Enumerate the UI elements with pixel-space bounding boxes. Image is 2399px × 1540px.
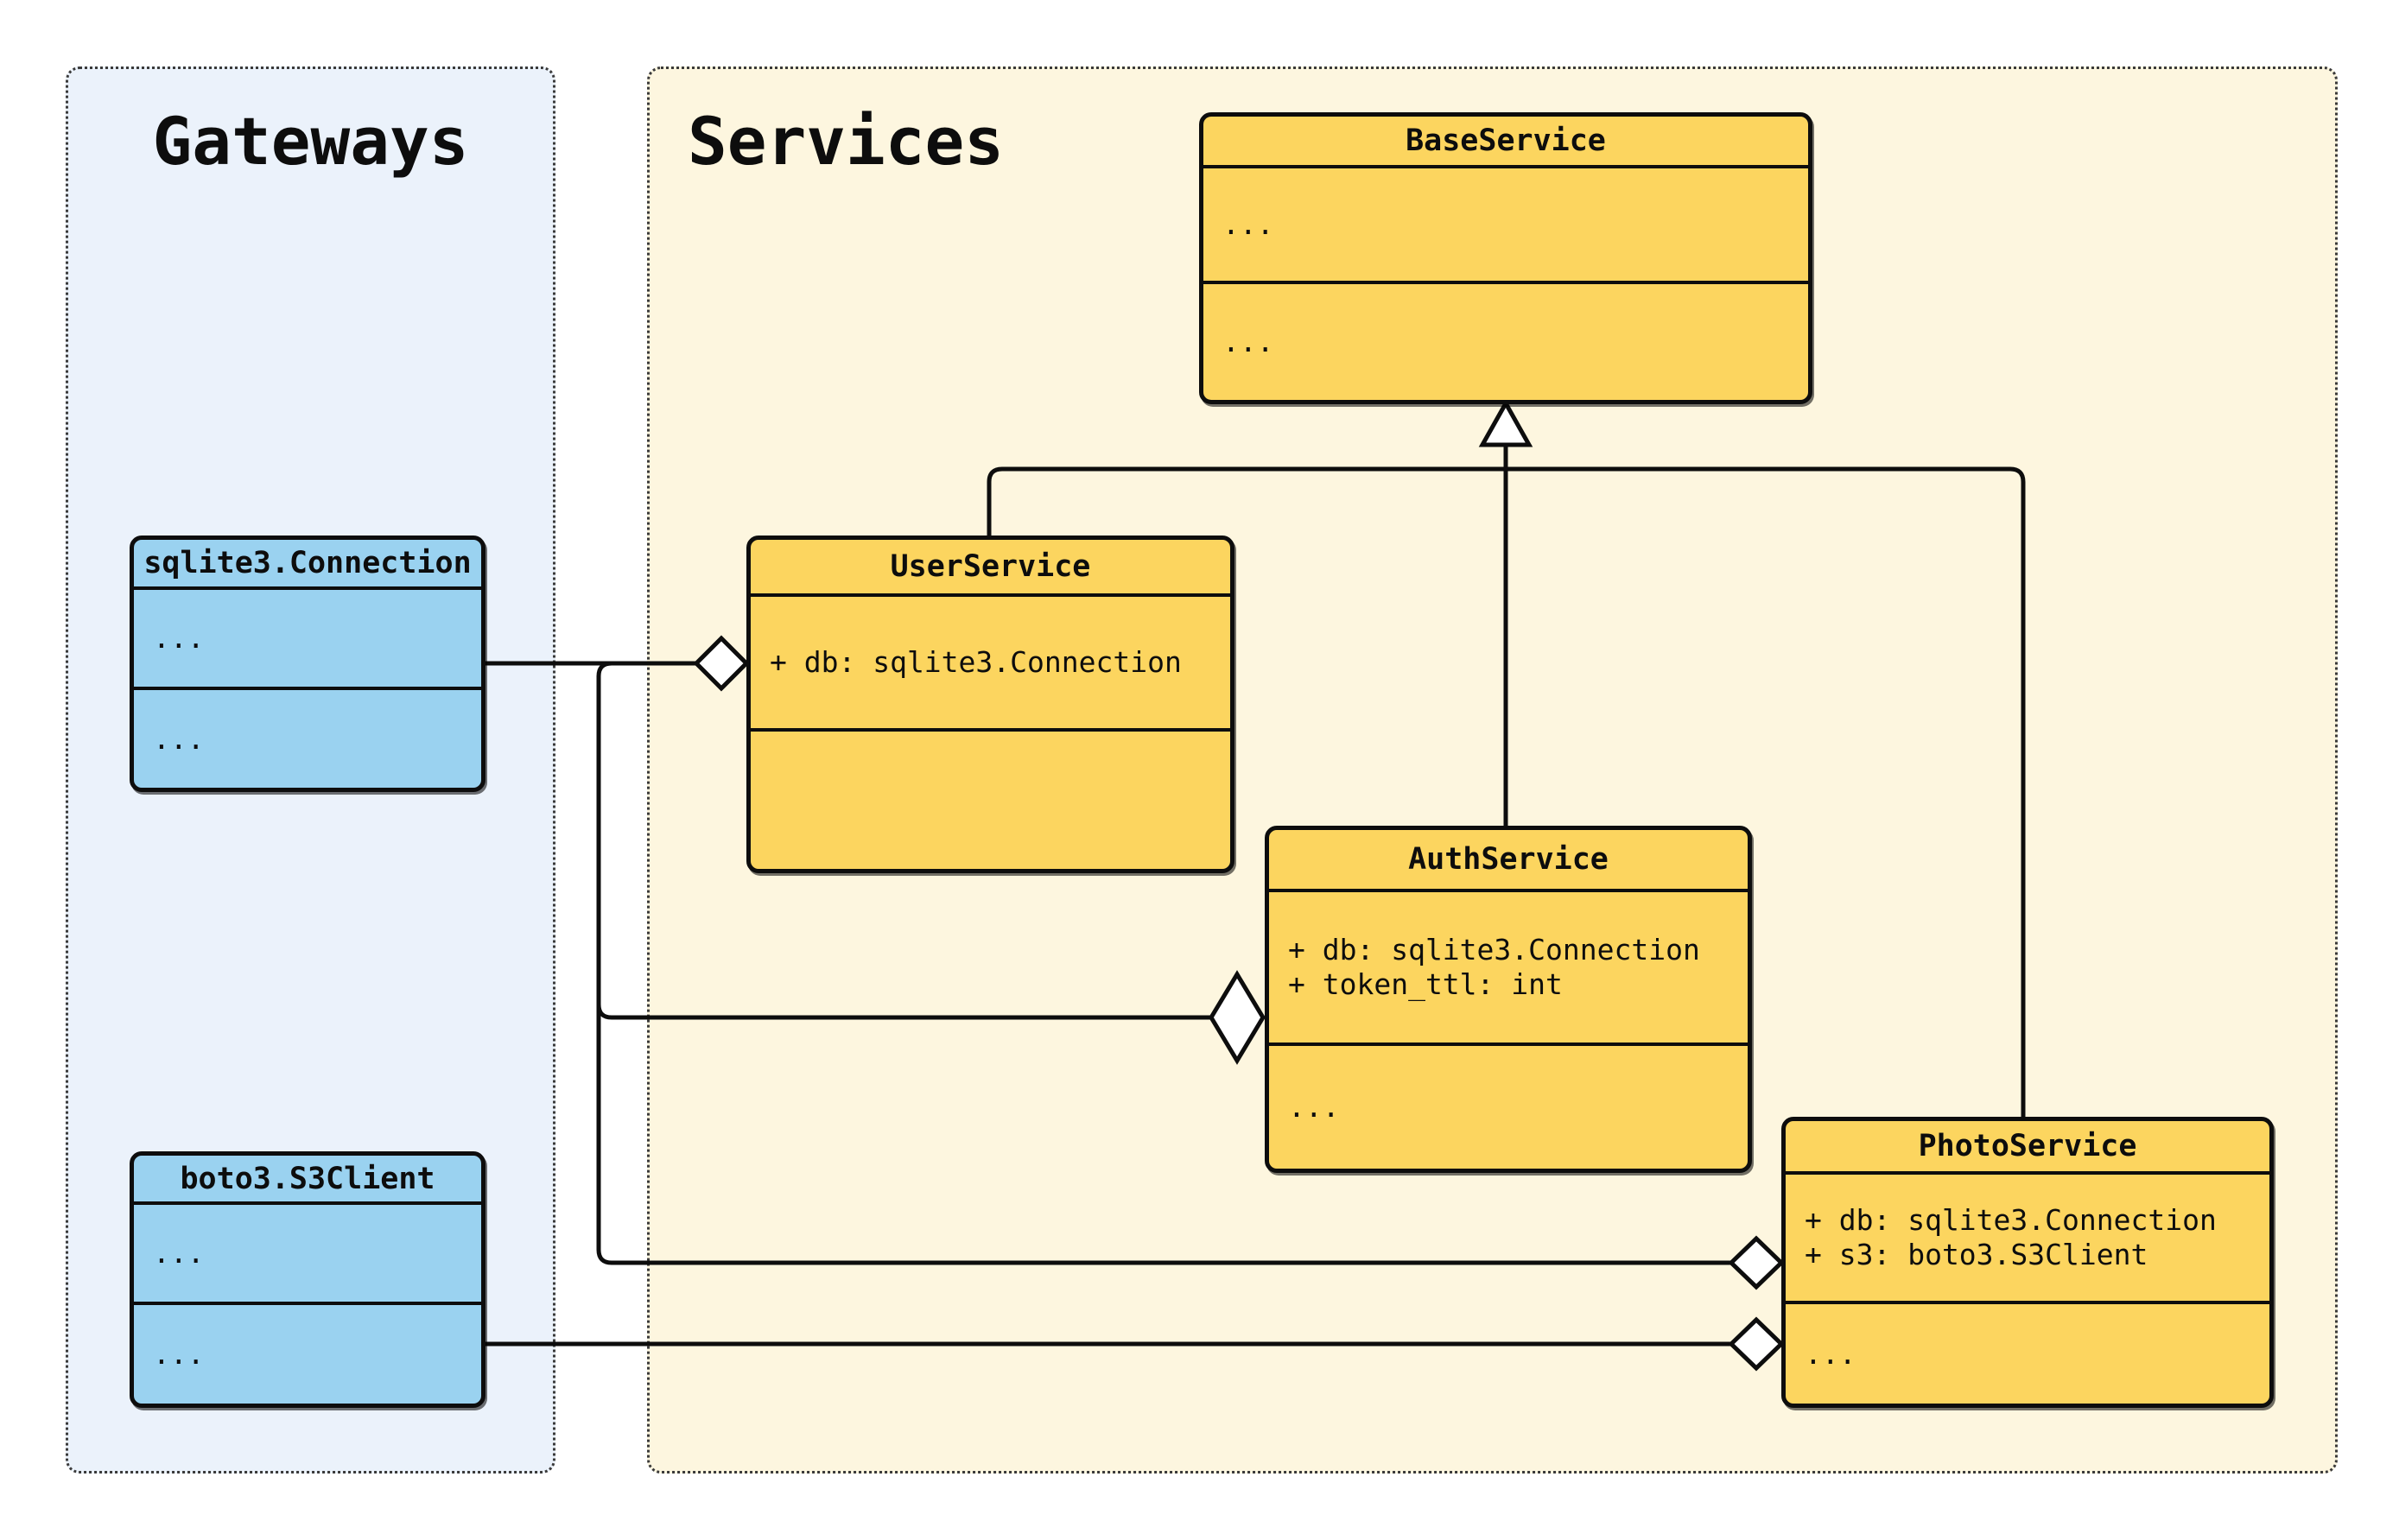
class-attributes: ... [134,1205,481,1305]
method-line: ... [1805,1336,1856,1371]
class-attributes: + db: sqlite3.Connection + s3: boto3.S3C… [1786,1175,2269,1304]
attribute-line: ... [153,1236,205,1270]
class-userservice: UserService + db: sqlite3.Connection [746,536,1234,873]
class-attributes: ... [1203,168,1808,284]
class-attributes: + db: sqlite3.Connection [751,597,1230,732]
method-line: ... [153,1337,205,1371]
class-title: AuthService [1269,830,1748,892]
class-attributes: ... [134,590,481,690]
class-methods: ... [1269,1046,1748,1169]
attribute-line: ... [153,621,205,655]
class-methods: ... [1786,1304,2269,1404]
method-line: ... [153,721,205,756]
class-title: PhotoService [1786,1121,2269,1175]
class-photoservice: PhotoService + db: sqlite3.Connection + … [1781,1117,2274,1408]
class-baseservice: BaseService ... ... [1199,112,1812,404]
attribute-line: + db: sqlite3.Connection [770,645,1182,679]
class-methods: ... [1203,284,1808,400]
attribute-line: + s3: boto3.S3Client [1805,1238,2148,1271]
group-services-title: Services [688,103,1005,180]
class-methods: ... [134,1305,481,1404]
attribute-line: + token_ttl: int [1288,967,1563,1001]
class-boto3-s3client: boto3.S3Client ... ... [130,1151,486,1408]
class-authservice: AuthService + db: sqlite3.Connection + t… [1265,826,1752,1173]
class-title: boto3.S3Client [134,1156,481,1205]
group-gateways-title: Gateways [152,103,469,180]
class-attributes: + db: sqlite3.Connection + token_ttl: in… [1269,892,1748,1046]
class-methods [751,732,1230,869]
method-line: ... [1222,325,1274,358]
class-methods: ... [134,690,481,788]
attribute-line: + db: sqlite3.Connection [1805,1203,2217,1237]
method-line: ... [1288,1090,1340,1124]
class-title: BaseService [1203,117,1808,168]
class-title: sqlite3.Connection [134,540,481,590]
class-sqlite3-connection: sqlite3.Connection ... ... [130,536,486,792]
class-title: UserService [751,540,1230,597]
attribute-line: ... [1222,207,1274,241]
attribute-line: + db: sqlite3.Connection [1288,933,1700,966]
